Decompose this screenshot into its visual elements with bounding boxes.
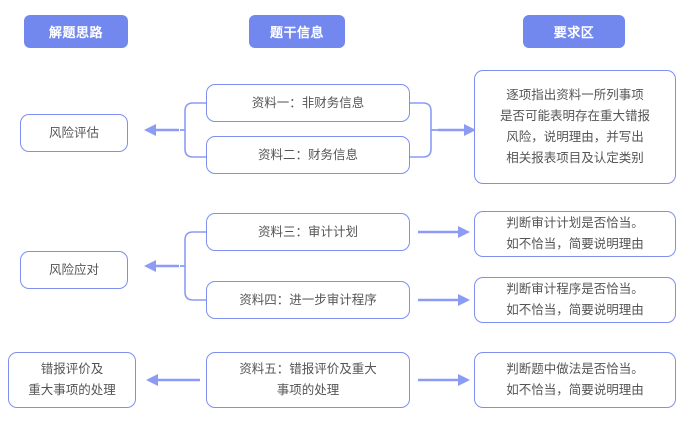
connector-row3-right-arrow (416, 370, 472, 390)
requirement-box-1: 逐项指出资料一所列事项 是否可能表明存在重大错报 风险，说明理由，并写出 相关报… (474, 70, 676, 184)
requirement-box-3: 判断审计程序是否恰当。 如不恰当，简要说明理由 (474, 277, 676, 323)
requirement-box-3-line-1: 判断审计程序是否恰当。 (506, 282, 644, 296)
material-box-1-nonfinancial: 资料一：非财务信息 (206, 84, 410, 122)
approach-box-risk-response: 风险应对 (20, 251, 128, 289)
requirement-box-1-line-4: 相关报表项目及认定类别 (506, 151, 644, 165)
material-box-3-audit-plan: 资料三：审计计划 (206, 213, 410, 251)
approach-box-misstatement-evaluation-line-2: 重大事项的处理 (28, 383, 116, 397)
material-box-5-line-2: 事项的处理 (276, 383, 340, 397)
connector-row2-right-arrow-upper (416, 222, 472, 242)
connector-row2-left-bracket (143, 213, 209, 319)
connector-row2-right-arrow-lower (416, 290, 472, 310)
approach-box-misstatement-evaluation-line-1: 错报评价及 (40, 362, 104, 376)
requirement-box-1-line-1: 逐项指出资料一所列事项 (506, 88, 644, 102)
requirement-box-3-line-2: 如不恰当，简要说明理由 (506, 303, 644, 317)
requirement-box-2-line-2: 如不恰当，简要说明理由 (506, 237, 644, 251)
material-box-2-line-1: 资料二：财务信息 (257, 148, 358, 162)
header-badge-requirements: 要求区 (523, 15, 625, 48)
requirement-box-4-line-1: 判断题中做法是否恰当。 (506, 362, 644, 376)
approach-box-misstatement-evaluation: 错报评价及 重大事项的处理 (8, 352, 136, 408)
connector-row1-right-bracket (408, 84, 478, 176)
material-box-2-financial: 资料二：财务信息 (206, 136, 410, 174)
requirement-box-1-line-2: 是否可能表明存在重大错报 (499, 109, 650, 123)
header-badge-approach-label: 解题思路 (48, 25, 103, 40)
header-badge-stem-info: 题干信息 (249, 15, 345, 48)
requirement-box-1-line-3: 风险，说明理由，并写出 (506, 130, 644, 144)
header-badge-approach: 解题思路 (24, 15, 128, 48)
material-box-5-misstatement-evaluation: 资料五：错报评价及重大 事项的处理 (206, 352, 410, 408)
header-badge-requirements-label: 要求区 (553, 25, 595, 40)
approach-box-risk-response-line-1: 风险应对 (48, 263, 99, 277)
approach-box-risk-assessment-line-1: 风险评估 (48, 126, 99, 140)
approach-box-risk-assessment: 风险评估 (20, 114, 128, 152)
material-box-1-line-1: 资料一：非财务信息 (251, 96, 365, 110)
material-box-4-line-1: 资料四：进一步审计程序 (239, 293, 377, 307)
material-box-3-line-1: 资料三：审计计划 (257, 225, 358, 239)
requirement-box-4-line-2: 如不恰当，简要说明理由 (506, 383, 644, 397)
header-badge-stem-info-label: 题干信息 (269, 25, 324, 40)
requirement-box-2: 判断审计计划是否恰当。 如不恰当，简要说明理由 (474, 211, 676, 257)
material-box-5-line-1: 资料五：错报评价及重大 (239, 362, 377, 376)
connector-row3-left-arrow (144, 370, 202, 390)
material-box-4-further-procedures: 资料四：进一步审计程序 (206, 281, 410, 319)
requirement-box-2-line-1: 判断审计计划是否恰当。 (506, 216, 644, 230)
requirement-box-4: 判断题中做法是否恰当。 如不恰当，简要说明理由 (474, 352, 676, 408)
connector-row1-left-bracket (143, 84, 209, 176)
